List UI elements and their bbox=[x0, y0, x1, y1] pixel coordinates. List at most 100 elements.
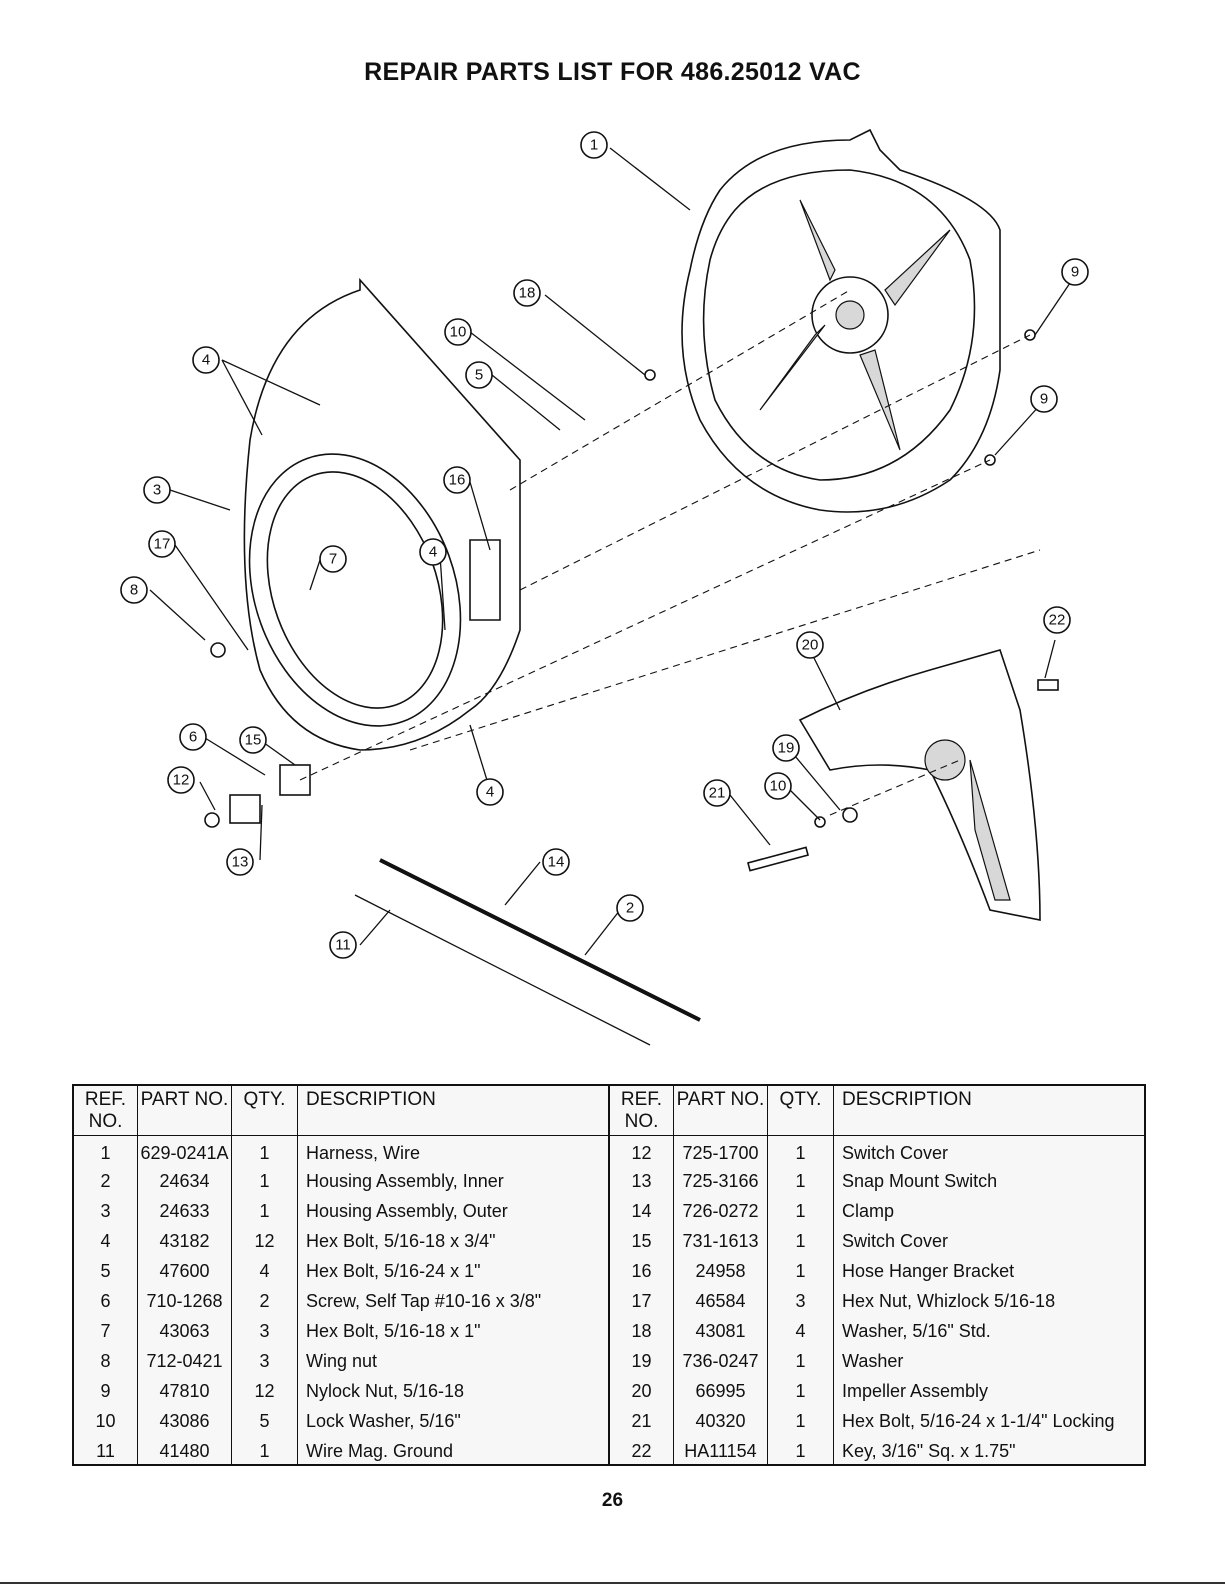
svg-text:16: 16 bbox=[449, 472, 466, 489]
table-cell-part: 710-1268 bbox=[138, 1286, 232, 1316]
table-cell-description: Lock Washer, 5/16" bbox=[306, 1411, 461, 1431]
table-cell-description: Washer, 5/16" Std. bbox=[842, 1321, 991, 1341]
table-cell-description: Switch Cover bbox=[842, 1231, 949, 1251]
svg-text:12: 12 bbox=[173, 772, 190, 789]
table-cell-ref: 3 bbox=[74, 1196, 138, 1226]
svg-text:9: 9 bbox=[1040, 391, 1048, 408]
table-cell-ref: 4 bbox=[74, 1226, 138, 1256]
header-ref-no: REF. NO. bbox=[610, 1086, 674, 1136]
svg-text:20: 20 bbox=[802, 637, 819, 654]
table-cell-part: 629-0241A bbox=[138, 1136, 232, 1166]
callout-9-lower: 9 bbox=[1030, 385, 1058, 413]
table-cell-part: 712-0421 bbox=[138, 1346, 232, 1376]
callout-11: 11 bbox=[329, 931, 357, 959]
table-cell-part: 24634 bbox=[138, 1166, 232, 1196]
table-cell-ref: 19 bbox=[610, 1346, 674, 1376]
table-cell-ref: 8 bbox=[74, 1346, 138, 1376]
table-cell-qty: 1 bbox=[232, 1196, 298, 1226]
table-cell-part: 43081 bbox=[674, 1316, 768, 1346]
table-cell-description: Hex Bolt, 5/16-24 x 1" bbox=[306, 1261, 481, 1281]
inner-housing-drawing bbox=[681, 128, 1001, 513]
table-cell-qty: 3 bbox=[232, 1316, 298, 1346]
callout-2: 1 bbox=[580, 131, 608, 159]
table-cell-description: Wing nut bbox=[306, 1351, 378, 1371]
table-cell-description: Impeller Assembly bbox=[842, 1381, 989, 1401]
table-cell-ref: 22 bbox=[610, 1436, 674, 1466]
table-cell-part: HA11154 bbox=[674, 1436, 768, 1466]
hardware-drawing bbox=[204, 329, 1059, 872]
callout-8: 8 bbox=[120, 576, 148, 604]
table-cell-qty: 1 bbox=[232, 1136, 298, 1166]
table-cell-ref: 21 bbox=[610, 1406, 674, 1436]
table-cell-qty: 3 bbox=[768, 1286, 834, 1316]
callout-19: 19 bbox=[772, 734, 800, 762]
table-cell-qty: 1 bbox=[232, 1436, 298, 1466]
callout-18: 18 bbox=[513, 279, 541, 307]
table-cell-description: Hex Bolt, 5/16-24 x 1-1/4" Locking bbox=[842, 1411, 1115, 1431]
table-cell-description: Housing Assembly, Inner bbox=[306, 1171, 504, 1191]
table-cell-qty: 1 bbox=[768, 1256, 834, 1286]
callout-3: 3 bbox=[143, 476, 171, 504]
table-cell-description: Key, 3/16" Sq. x 1.75" bbox=[842, 1441, 1016, 1461]
callout-6: 6 bbox=[179, 723, 207, 751]
table-cell-part: 736-0247 bbox=[674, 1346, 768, 1376]
table-cell-description: Screw, Self Tap #10-16 x 3/8" bbox=[306, 1291, 542, 1311]
outer-housing-drawing bbox=[243, 277, 521, 751]
table-cell-description: Nylock Nut, 5/16-18 bbox=[306, 1381, 465, 1401]
callout-5: 5 bbox=[465, 361, 493, 389]
table-cell-part: 726-0272 bbox=[674, 1196, 768, 1226]
table-cell-ref: 11 bbox=[74, 1436, 138, 1466]
svg-text:9: 9 bbox=[1071, 264, 1079, 281]
table-cell-ref: 12 bbox=[610, 1136, 674, 1166]
page-title: REPAIR PARTS LIST FOR 486.25012 VAC bbox=[364, 58, 861, 86]
table-cell-part: 43086 bbox=[138, 1406, 232, 1436]
table-cell-qty: 5 bbox=[232, 1406, 298, 1436]
svg-text:5: 5 bbox=[475, 367, 483, 384]
callout-4-bottom: 4 bbox=[476, 778, 504, 806]
table-cell-part: 24633 bbox=[138, 1196, 232, 1226]
table-cell-ref: 14 bbox=[610, 1196, 674, 1226]
table-cell-ref: 17 bbox=[610, 1286, 674, 1316]
callout-10-top: 10 bbox=[444, 318, 472, 346]
callout-12: 12 bbox=[167, 766, 195, 794]
table-cell-part: 24958 bbox=[674, 1256, 768, 1286]
table-cell-ref: 1 bbox=[74, 1136, 138, 1166]
table-cell-qty: 1 bbox=[768, 1406, 834, 1436]
table-cell-description: Hex Bolt, 5/16-18 x 3/4" bbox=[306, 1231, 496, 1251]
exploded-parts-diagram: 1 9 9 18 10 5 4 3 16 17 7 4 8 20 22 6 15… bbox=[120, 128, 1089, 1046]
table-cell-part: 40320 bbox=[674, 1406, 768, 1436]
table-cell-part: 41480 bbox=[138, 1436, 232, 1466]
table-cell-ref: 2 bbox=[74, 1166, 138, 1196]
svg-text:2: 2 bbox=[626, 900, 634, 917]
callout-14: 14 bbox=[542, 848, 570, 876]
table-cell-ref: 9 bbox=[74, 1376, 138, 1406]
table-cell-description: Hex Bolt, 5/16-18 x 1" bbox=[306, 1321, 481, 1341]
table-cell-qty: 4 bbox=[768, 1316, 834, 1346]
table-cell-description: Switch Cover bbox=[842, 1143, 949, 1163]
table-cell-part: 47810 bbox=[138, 1376, 232, 1406]
page-number: 26 bbox=[601, 1490, 624, 1511]
table-cell-qty: 12 bbox=[232, 1226, 298, 1256]
header-description: DESCRIPTION bbox=[834, 1086, 1144, 1136]
callout-15: 15 bbox=[239, 726, 267, 754]
table-cell-part: 43063 bbox=[138, 1316, 232, 1346]
table-cell-ref: 15 bbox=[610, 1226, 674, 1256]
header-part-no: PART NO. bbox=[674, 1086, 768, 1136]
callout-22: 22 bbox=[1043, 606, 1071, 634]
bottom-rule bbox=[0, 1582, 1225, 1584]
svg-text:10: 10 bbox=[770, 778, 787, 795]
table-cell-description: Hose Hanger Bracket bbox=[842, 1261, 1015, 1281]
svg-text:19: 19 bbox=[778, 740, 795, 757]
table-cell-description: Wire Mag. Ground bbox=[306, 1441, 454, 1461]
svg-text:21: 21 bbox=[709, 785, 726, 802]
table-cell-ref: 7 bbox=[74, 1316, 138, 1346]
table-cell-ref: 16 bbox=[610, 1256, 674, 1286]
svg-text:1: 1 bbox=[590, 137, 598, 154]
svg-text:17: 17 bbox=[154, 536, 171, 553]
callout-4-mid: 4 bbox=[419, 538, 447, 566]
table-cell-qty: 1 bbox=[768, 1346, 834, 1376]
table-cell-part: 46584 bbox=[674, 1286, 768, 1316]
header-description: DESCRIPTION bbox=[298, 1086, 608, 1136]
table-cell-description: Washer bbox=[842, 1351, 904, 1371]
